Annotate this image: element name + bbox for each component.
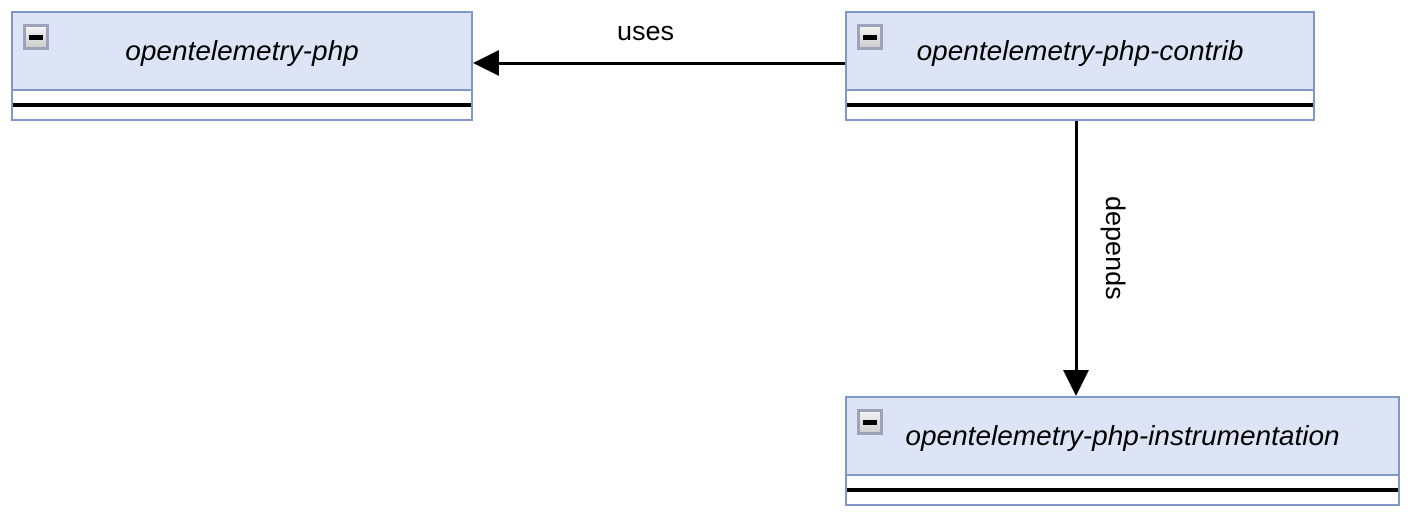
node-body-compartment (13, 91, 471, 118)
minus-icon[interactable] (23, 24, 49, 50)
compartment-rule (847, 102, 1313, 107)
node-opentelemetry-php[interactable]: opentelemetry-php (11, 11, 473, 121)
node-title-bar: opentelemetry-php (13, 13, 471, 91)
minus-icon-bar (863, 34, 877, 40)
node-label: opentelemetry-php-contrib (916, 35, 1244, 66)
minus-icon-bar (29, 34, 43, 40)
node-opentelemetry-php-instrumentation[interactable]: opentelemetry-php-instrumentation (845, 396, 1400, 506)
uses-edge-line (496, 62, 845, 65)
minus-icon[interactable] (857, 409, 883, 435)
compartment-rule (13, 102, 471, 107)
node-title-bar: opentelemetry-php-instrumentation (847, 398, 1398, 476)
depends-edge-label: depends (1100, 196, 1130, 300)
minus-icon[interactable] (857, 24, 883, 50)
node-label: opentelemetry-php-instrumentation (905, 420, 1340, 451)
node-opentelemetry-php-contrib[interactable]: opentelemetry-php-contrib (845, 11, 1315, 121)
node-title-bar: opentelemetry-php-contrib (847, 13, 1313, 91)
uses-edge-arrowhead (473, 50, 499, 76)
node-body-compartment (847, 91, 1313, 118)
depends-edge-line (1075, 121, 1078, 373)
node-body-compartment (847, 476, 1398, 503)
node-label: opentelemetry-php (125, 35, 359, 66)
minus-icon-bar (863, 419, 877, 425)
compartment-rule (847, 487, 1398, 492)
depends-edge-arrowhead (1063, 370, 1089, 396)
uses-edge-label: uses (617, 16, 675, 46)
